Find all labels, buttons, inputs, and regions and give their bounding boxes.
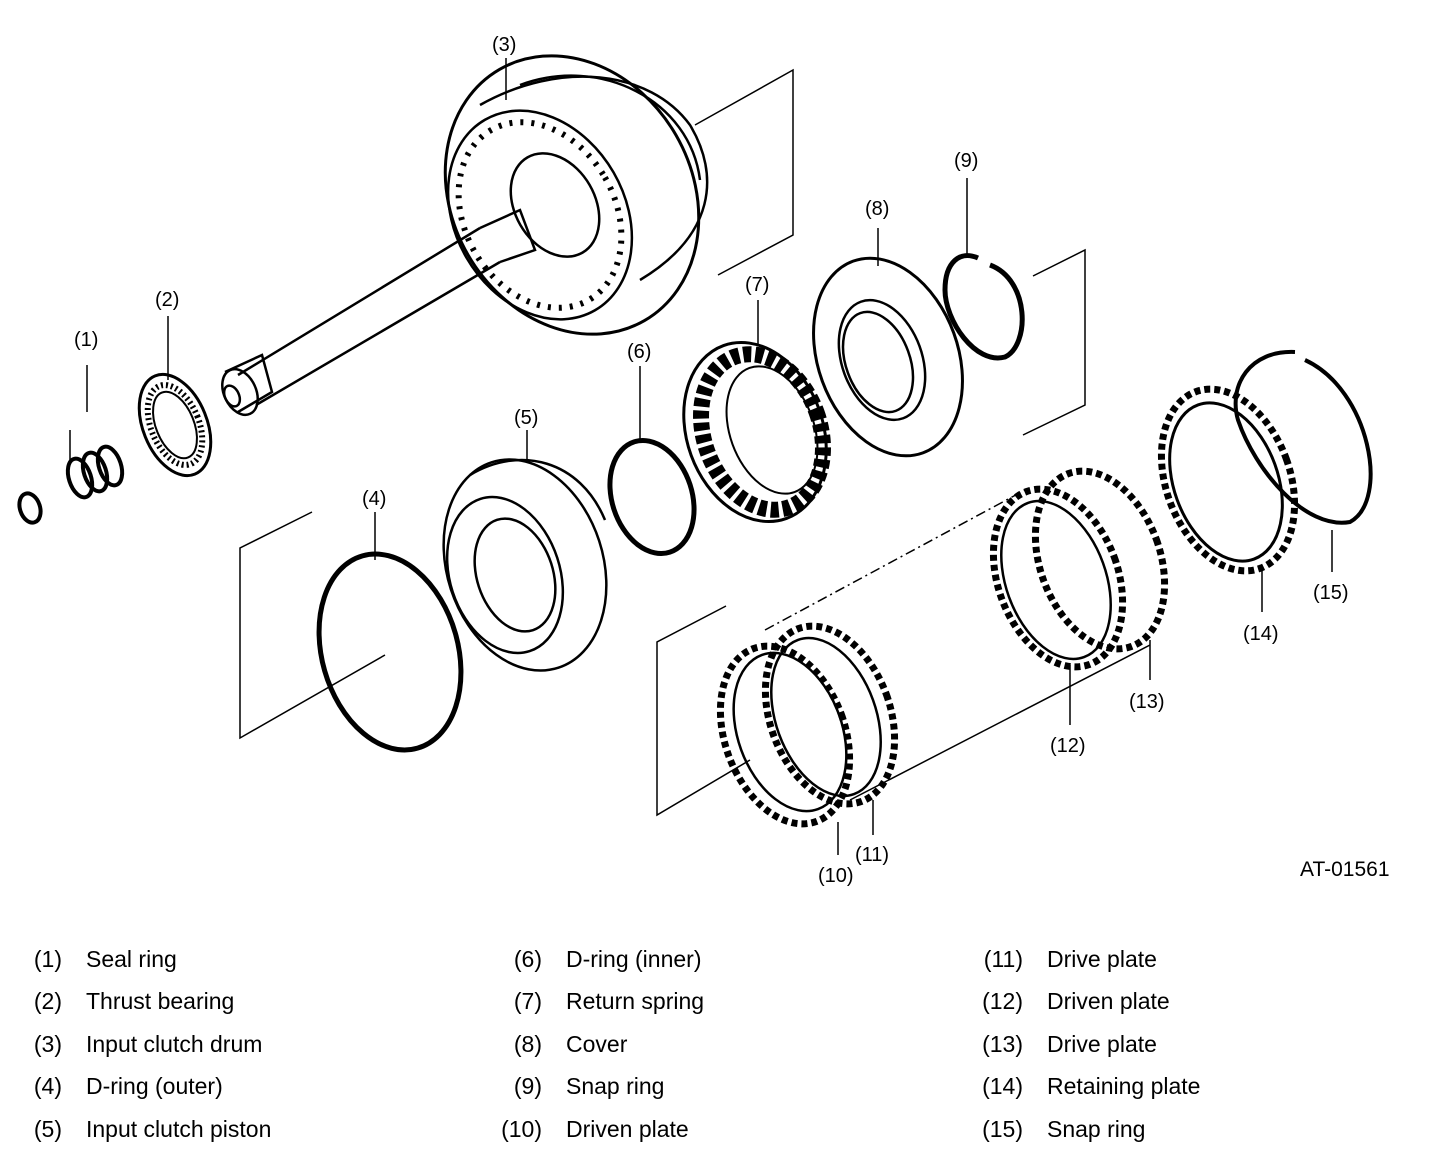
legend-number: (2) [33, 988, 62, 1015]
legend-item: (9) Snap ring [514, 1065, 704, 1107]
callout-7: (7) [745, 274, 769, 296]
legend-item: (13) Drive plate [982, 1023, 1200, 1065]
clutch-plates-front [716, 622, 899, 855]
centerline-brackets [239, 68, 1151, 817]
thrust-bearing-part [137, 316, 213, 478]
legend-number: (11) [983, 946, 1023, 972]
legend-label: Input clutch piston [86, 1115, 272, 1142]
legend-item: (12) Driven plate [982, 980, 1200, 1022]
legend-label: Driven plate [566, 1115, 689, 1142]
legend-number: (5) [33, 1115, 62, 1142]
legend-label: Snap ring [1047, 1115, 1146, 1142]
legend-label: Retaining plate [1047, 1073, 1201, 1100]
callout-6: (6) [627, 341, 651, 363]
callout-15: (15) [1313, 582, 1349, 604]
legend-column-2: (6) D-ring (inner) (7) Return spring (8) Co… [501, 938, 705, 1150]
callout-4: (4) [362, 488, 386, 510]
legend-item: (1) Seal ring [34, 938, 271, 980]
legend-number: (7) [513, 988, 542, 1015]
legend-label: Thrust bearing [86, 988, 235, 1015]
d-ring-outer-part [316, 512, 464, 753]
legend-item: (14) Retaining plate [982, 1065, 1201, 1107]
legend-number: (14) [982, 1073, 1023, 1100]
legend-item: (15) Snap ring [982, 1108, 1200, 1150]
input-clutch-drum-part [221, 54, 709, 417]
legend-number: (15) [982, 1115, 1023, 1142]
legend-label: Drive plate [1047, 946, 1157, 972]
parts-legend: (1) Seal ring (2) Thrust bearing (3) Input … [0, 938, 1440, 1158]
legend-number: (3) [33, 1030, 62, 1057]
legend-item: (6) D-ring (inner) [514, 938, 704, 980]
legend-item: (3) Input clutch drum [34, 1023, 271, 1065]
figure-id: AT-01561 [1300, 858, 1390, 881]
d-ring-inner-part [607, 366, 697, 557]
callout-14: (14) [1243, 623, 1279, 645]
legend-number: (9) [513, 1073, 542, 1100]
legend-label: Snap ring [566, 1073, 665, 1100]
legend-item: (5) Input clutch piston [34, 1108, 272, 1150]
legend-label: Cover [566, 1030, 628, 1057]
legend-number: (6) [513, 946, 542, 972]
retaining-plate-part [1157, 385, 1299, 612]
legend-label: D-ring (outer) [86, 1073, 223, 1100]
callout-11: (11) [855, 844, 889, 866]
legend-number: (13) [982, 1030, 1023, 1057]
legend-label: D-ring (inner) [566, 946, 702, 972]
callout-12: (12) [1050, 735, 1086, 757]
callout-9: (9) [954, 150, 978, 172]
legend-number: (1) [33, 946, 62, 972]
legend-label: Seal ring [86, 946, 177, 972]
legend-number: (8) [513, 1030, 542, 1057]
legend-item: (11) Drive plate [984, 938, 1200, 980]
legend-column-1: (1) Seal ring (2) Thrust bearing (3) Input … [34, 938, 272, 1150]
legend-item: (10) Driven plate [501, 1108, 704, 1150]
callout-5: (5) [514, 407, 538, 429]
seal-ring-part [17, 365, 125, 525]
exploded-view-diagram: (1) (2) (3) (4) (5) (6) (7) (8) (9) (10)… [17, 34, 1390, 887]
legend-number: (4) [33, 1073, 62, 1100]
cover-part [812, 228, 964, 458]
legend-item: (8) Cover [514, 1023, 704, 1065]
return-spring-part [682, 300, 831, 524]
callout-2: (2) [155, 289, 179, 311]
snap-ring-part-9 [942, 178, 1025, 361]
callout-1: (1) [74, 329, 98, 351]
input-clutch-piston-part [442, 430, 608, 672]
callout-8: (8) [865, 198, 889, 220]
legend-item: (2) Thrust bearing [34, 980, 271, 1022]
clutch-plates-back [989, 467, 1169, 725]
callout-10: (10) [818, 865, 854, 887]
legend-number: (12) [982, 988, 1023, 1015]
callout-3: (3) [492, 34, 516, 56]
legend-label: Input clutch drum [86, 1030, 263, 1057]
snap-ring-part-15 [1233, 349, 1373, 572]
legend-number: (10) [501, 1115, 542, 1142]
legend-item: (4) D-ring (outer) [34, 1065, 271, 1107]
legend-item: (7) Return spring [514, 980, 705, 1022]
callout-13: (13) [1129, 691, 1165, 713]
legend-column-3: (11) Drive plate (12) Driven plate (13) Dri… [982, 938, 1201, 1150]
legend-label: Drive plate [1047, 1030, 1157, 1057]
legend-label: Driven plate [1047, 988, 1170, 1015]
callout-labels: (1) (2) (3) (4) (5) (6) (7) (8) (9) (10)… [74, 34, 1390, 887]
legend-label: Return spring [566, 988, 705, 1015]
